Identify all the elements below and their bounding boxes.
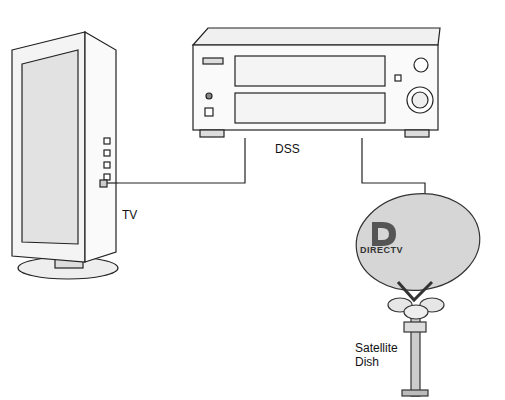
cable <box>362 138 425 193</box>
dish-illustration <box>350 186 486 396</box>
device-label: TV <box>122 208 137 222</box>
device-node: DIRECTV Satellite Dish <box>348 193 488 398</box>
device-node: DSS <box>193 28 440 138</box>
brand-logo: DIRECTV <box>360 243 403 257</box>
cable <box>118 138 245 183</box>
tv-illustration <box>12 32 118 279</box>
device-label: Satellite Dish <box>355 341 409 369</box>
receiver-illustration <box>193 28 440 137</box>
device-label: DSS <box>275 142 300 156</box>
device-node: TV <box>12 28 118 278</box>
